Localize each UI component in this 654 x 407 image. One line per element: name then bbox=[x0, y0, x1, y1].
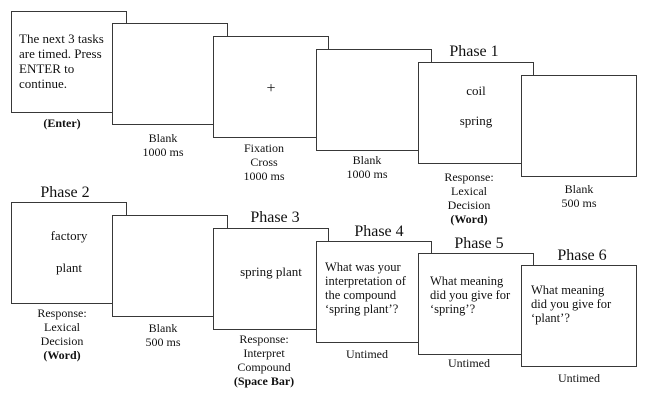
screen-type-label: Blank bbox=[148, 321, 178, 335]
blank-caption: Blank 1000 ms bbox=[316, 153, 418, 181]
stimulus-word: plant bbox=[56, 260, 82, 275]
phase-2-box: factory plant bbox=[11, 202, 127, 304]
instructions-text-line: ENTER to bbox=[19, 61, 75, 76]
blank-box bbox=[112, 215, 228, 317]
instructions-text-line: are timed. Press bbox=[19, 46, 102, 61]
duration-label: 1000 ms bbox=[142, 145, 184, 159]
phase-2-label: Phase 2 bbox=[40, 184, 90, 201]
question-text-line: ‘plant’? bbox=[531, 311, 570, 325]
stimulus-word: coil bbox=[466, 83, 486, 98]
timing-label: Untimed bbox=[558, 371, 600, 385]
phase-4-box: What was your interpretation of the comp… bbox=[316, 241, 432, 343]
screen-type-label: Blank bbox=[148, 131, 178, 145]
stimulus-compound: spring plant bbox=[240, 264, 302, 279]
phase-4-caption: Untimed bbox=[316, 347, 418, 361]
duration-label: 1000 ms bbox=[243, 169, 285, 183]
stimulus-word: factory bbox=[50, 228, 88, 243]
duration-label: 500 ms bbox=[145, 335, 181, 349]
response-label: Response: bbox=[37, 306, 87, 320]
phase-1-box: coil spring bbox=[418, 62, 534, 164]
instructions-text-line: The next 3 tasks bbox=[19, 31, 104, 46]
phase-6-label: Phase 6 bbox=[557, 247, 607, 264]
response-key-label: (Word) bbox=[450, 212, 488, 226]
question-text-line: the compound bbox=[325, 288, 397, 302]
response-label: Interpret bbox=[243, 346, 285, 360]
question-text-line: did you give for bbox=[531, 297, 612, 311]
blank-caption: Blank 1000 ms bbox=[112, 131, 214, 159]
response-label: Decision bbox=[40, 334, 84, 348]
screen-type-label: Blank bbox=[564, 182, 594, 196]
question-text-line: ‘spring plant’? bbox=[325, 302, 399, 316]
screen-type-label: Blank bbox=[352, 153, 382, 167]
phase-5-label: Phase 5 bbox=[454, 235, 504, 252]
fixation-box: + bbox=[213, 36, 329, 138]
question-text-line: What meaning bbox=[531, 283, 605, 297]
phase-3-label: Phase 3 bbox=[250, 209, 300, 226]
blank-box bbox=[316, 49, 432, 151]
question-text-line: interpretation of bbox=[325, 274, 406, 288]
timing-label: Untimed bbox=[346, 347, 388, 361]
phase-5-caption: Untimed bbox=[418, 356, 520, 370]
instructions-text-line: continue. bbox=[19, 76, 68, 91]
stimulus-word: spring bbox=[459, 113, 493, 128]
screen-type-label: Fixation bbox=[243, 141, 284, 155]
response-label: Compound bbox=[237, 360, 291, 374]
duration-label: 1000 ms bbox=[346, 167, 388, 181]
instructions-caption: (Enter) bbox=[11, 116, 113, 130]
phase-6-box: What meaning did you give for ‘plant’? bbox=[521, 265, 637, 367]
response-label: Decision bbox=[447, 198, 491, 212]
question-text-line: What was your bbox=[325, 260, 401, 274]
question-text-line: What meaning bbox=[430, 274, 504, 288]
response-label: Lexical bbox=[44, 320, 80, 334]
fixation-caption: Fixation Cross 1000 ms bbox=[213, 141, 315, 183]
screen-type-label: Cross bbox=[250, 155, 278, 169]
response-key-label: (Space Bar) bbox=[233, 374, 295, 388]
phase-2-caption: Response: Lexical Decision (Word) bbox=[11, 306, 113, 362]
response-label: Response: bbox=[239, 332, 289, 346]
response-key-label: (Enter) bbox=[43, 116, 81, 130]
phase-1-caption: Response: Lexical Decision (Word) bbox=[418, 170, 520, 226]
phase-6-caption: Untimed bbox=[521, 371, 637, 385]
phase-4-label: Phase 4 bbox=[354, 223, 404, 240]
response-label: Lexical bbox=[451, 184, 487, 198]
response-key-label: (Word) bbox=[43, 348, 81, 362]
phase-3-box: spring plant bbox=[213, 228, 329, 330]
phase-3-caption: Response: Interpret Compound (Space Bar) bbox=[213, 332, 315, 388]
phase-5-box: What meaning did you give for ‘spring’? bbox=[418, 253, 534, 355]
fixation-cross-icon: + bbox=[266, 80, 276, 97]
phase-1-label: Phase 1 bbox=[449, 43, 499, 60]
duration-label: 500 ms bbox=[561, 196, 597, 210]
instructions-box: The next 3 tasks are timed. Press ENTER … bbox=[11, 11, 127, 113]
blank-caption: Blank 500 ms bbox=[521, 182, 637, 210]
timing-label: Untimed bbox=[448, 356, 490, 370]
blank-box bbox=[112, 23, 228, 125]
response-label: Response: bbox=[444, 170, 494, 184]
question-text-line: did you give for bbox=[430, 288, 511, 302]
blank-caption: Blank 500 ms bbox=[112, 321, 214, 349]
question-text-line: ‘spring’? bbox=[430, 302, 476, 316]
blank-box bbox=[521, 75, 637, 177]
